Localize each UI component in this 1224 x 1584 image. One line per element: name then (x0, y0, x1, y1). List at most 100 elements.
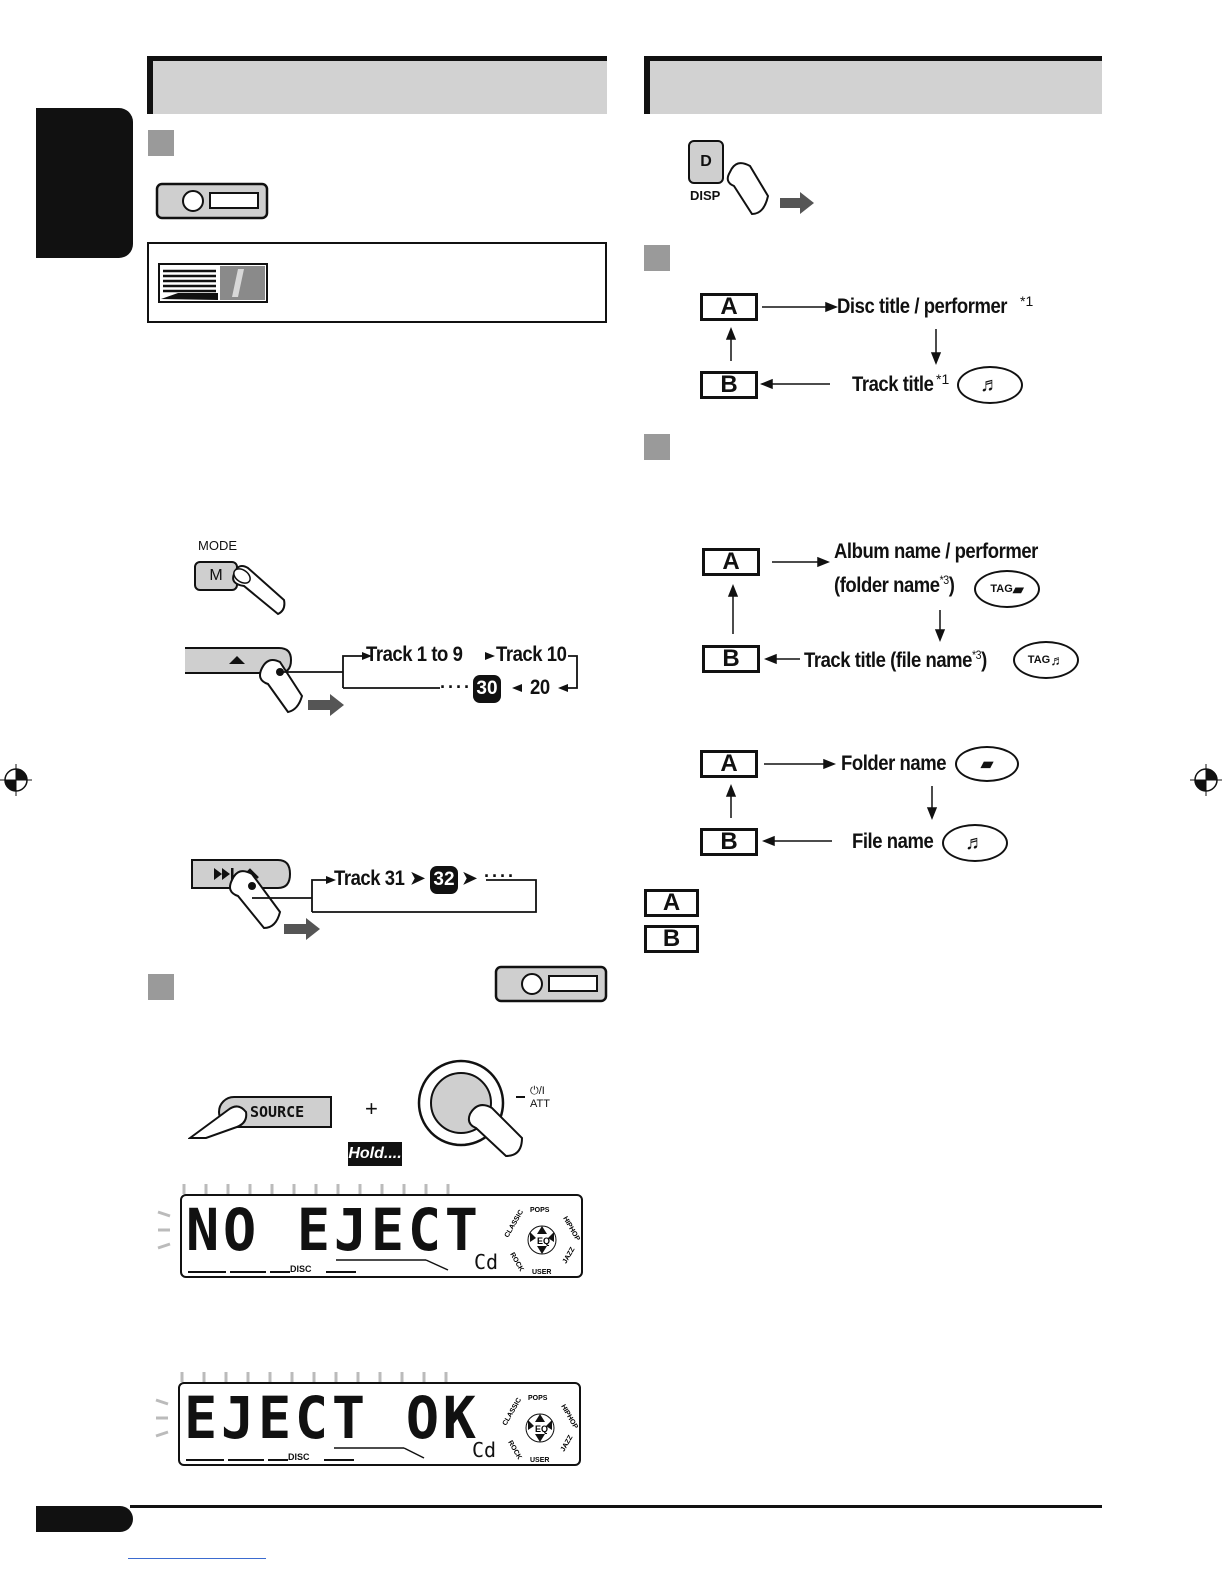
folder-name-label: Folder name (841, 752, 947, 775)
box-a-label: A (720, 750, 738, 777)
eq-wheel-icon: EQ POPS HIPHOP JAZZ USER ROCK CLASSIC (504, 1207, 581, 1276)
folder-name-paren-label: (folder name*3) (834, 573, 955, 598)
display-b-box: B (700, 371, 758, 399)
lcd-main-text: NO EJECT (186, 1196, 482, 1264)
footnote-mark: *3 (939, 573, 950, 587)
disc-title-label: Disc title / performer (837, 295, 1008, 318)
source-label: SOURCE (250, 1103, 305, 1121)
mode-key-label: M (209, 567, 223, 584)
disp-button[interactable]: D (688, 140, 724, 184)
plus-sign: + (365, 1096, 378, 1121)
mode-button[interactable]: M (194, 561, 238, 591)
box-b-label: B (722, 645, 740, 672)
svg-text:USER: USER (532, 1269, 551, 1276)
svg-text:EQ: EQ (537, 1236, 550, 1246)
album-name-label: Album name / performer (834, 540, 1038, 563)
close-paren: ) (981, 649, 987, 672)
track-title-file-name-label: Track title (file name*3) (804, 648, 987, 673)
svg-text:ROCK: ROCK (508, 1252, 524, 1273)
track-sequence-1-lines (282, 652, 578, 692)
svg-text:CLASSIC: CLASSIC (502, 1397, 523, 1427)
arrow-right: ➤ (462, 868, 478, 888)
svg-text:ROCK: ROCK (506, 1440, 522, 1461)
close-paren: ) (948, 574, 955, 597)
finger-press-icon (232, 565, 286, 616)
track-30-badge: 30 (473, 675, 501, 703)
disp-key-label: D (700, 153, 712, 170)
display-b-box: B (700, 828, 758, 856)
legend-a-box: A (644, 889, 699, 917)
finger-press-icon (259, 659, 344, 716)
registration-mark-right (1190, 764, 1222, 796)
folder-icon: ▰ (1012, 580, 1024, 597)
finger-press-icon (467, 1104, 524, 1158)
faceplate-icon (158, 263, 268, 303)
note-box (147, 242, 607, 323)
lcd-flash-ticks (155, 1372, 448, 1438)
dotted-continuation: ···· (440, 677, 472, 697)
legend-b-label: B (662, 925, 681, 952)
track-32-badge: 32 (430, 866, 458, 894)
svg-text:EQ: EQ (535, 1424, 548, 1434)
display-a-box: A (702, 548, 760, 576)
hold-badge: Hold.... (348, 1142, 402, 1166)
track-1-to-9-label: Track 1 to 9 (366, 643, 463, 666)
disc-slot-icon (494, 965, 608, 1003)
footnote-mark: *1 (936, 371, 950, 387)
music-note-icon: ♬ (942, 824, 1008, 862)
track-10-label: Track 10 (496, 643, 567, 666)
step-marker-mp3 (644, 434, 670, 460)
finger-press-icon (188, 1105, 248, 1139)
eq-wheel-icon: EQ POPS HIPHOP JAZZ USER ROCK CLASSIC (502, 1395, 579, 1464)
lcd-cd-label: Cd (472, 1438, 497, 1462)
track-title-file-text: Track title (file name (804, 649, 973, 672)
lcd-disc-label: DISC (288, 1452, 310, 1462)
mode-label: MODE (198, 538, 237, 553)
language-side-tab (36, 108, 133, 258)
box-a-label: A (722, 548, 740, 575)
tag-folder-icon: TAG▰ (974, 570, 1040, 608)
folder-icon: ▰ (955, 746, 1019, 782)
right-section-header (644, 56, 1102, 114)
disc-slot-icon (155, 182, 269, 220)
finger-press-icon (229, 870, 320, 940)
track-title-label: Track title (852, 373, 934, 396)
knob-leader-line (516, 1096, 525, 1098)
box-a-label: A (720, 293, 738, 320)
lcd-flash-ticks (157, 1184, 450, 1250)
att-label: ATT (530, 1098, 550, 1110)
track-20-label: 20 (530, 676, 550, 699)
page-number-tab (36, 1506, 133, 1532)
track-31-label: Track 31 (334, 867, 405, 890)
hold-label: Hold.... (348, 1145, 402, 1162)
svg-text:CLASSIC: CLASSIC (504, 1209, 525, 1239)
left-section-header (147, 56, 607, 114)
svg-text:JAZZ: JAZZ (560, 1434, 575, 1453)
svg-text:USER: USER (530, 1457, 549, 1464)
power-label: ⏻/I (530, 1085, 545, 1097)
svg-text:POPS: POPS (528, 1395, 548, 1402)
svg-text:JAZZ: JAZZ (562, 1246, 577, 1265)
lcd-disc-label: DISC (290, 1264, 312, 1274)
tag-label: TAG (990, 583, 1013, 595)
mp3-flow-2-arrows (725, 758, 938, 847)
mp3-flow-1-arrows (727, 556, 946, 665)
arrow-right: ➤ (410, 868, 426, 888)
footnote-mark: *3 (972, 648, 982, 662)
step-marker-2 (148, 974, 174, 1000)
lcd-bottom-bars (188, 1259, 449, 1273)
footnote-mark: *1 (1020, 293, 1034, 309)
lcd-cd-label: Cd (474, 1250, 499, 1274)
track-32-label: 32 (433, 869, 455, 890)
svg-text:HIPHOP: HIPHOP (561, 1216, 581, 1243)
tag-music-icon: TAG♬ (1013, 641, 1079, 679)
dotted-continuation: ···· (484, 866, 516, 886)
box-b-label: B (720, 828, 738, 855)
lcd-display-eject-ok: EJECT OK DISC Cd EQ POPS HIPHOP JAZZ USE… (178, 1382, 581, 1466)
bottom-link-underline (128, 1558, 266, 1559)
cd-flow-arrows (725, 301, 942, 390)
music-note-icon: ♬ (957, 366, 1023, 404)
legend-b-box: B (644, 925, 699, 953)
track-sequence-2-lines (252, 876, 537, 913)
step-marker-1 (148, 130, 174, 156)
